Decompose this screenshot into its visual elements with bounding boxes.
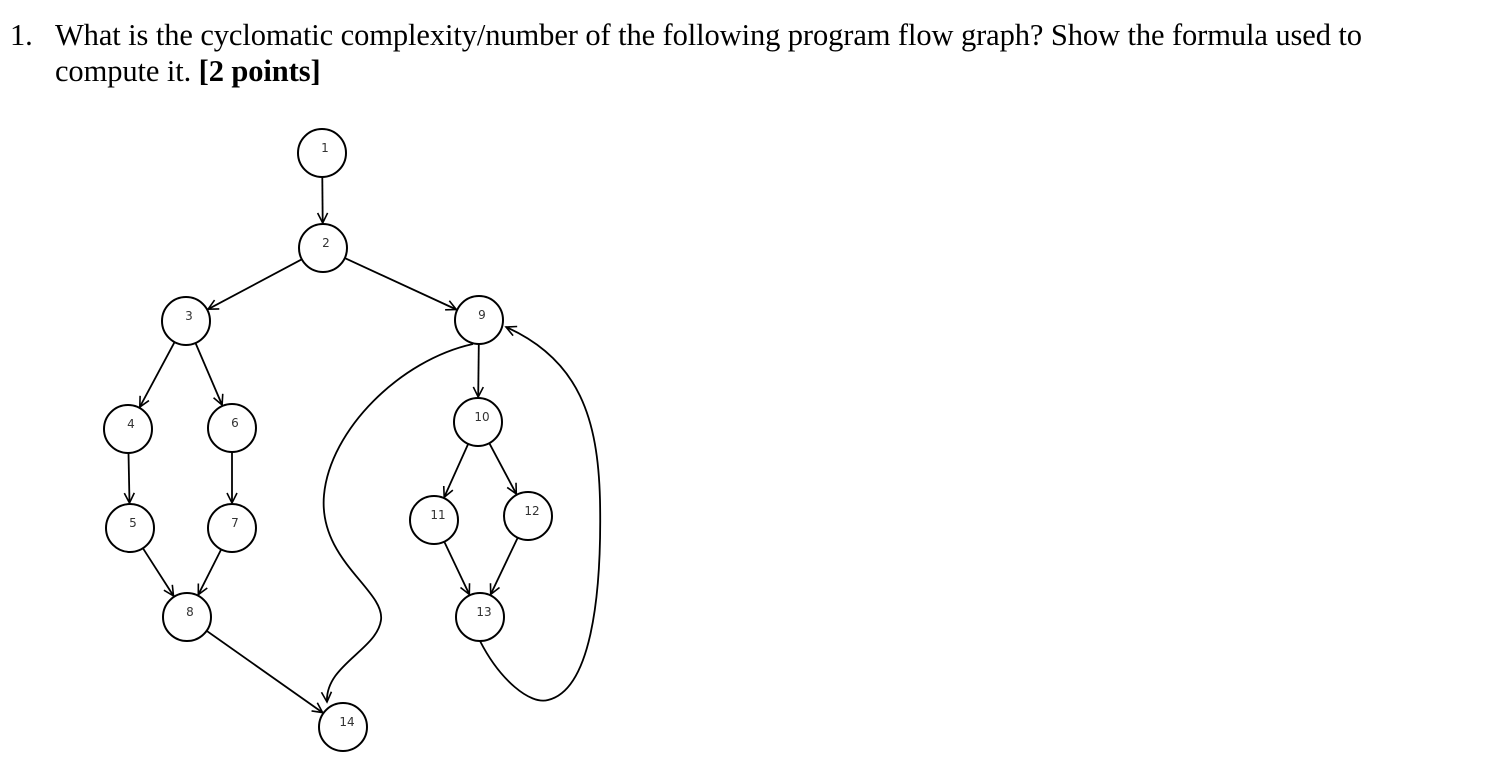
node-circle: [503, 491, 553, 541]
edge-10-to-12: [488, 442, 518, 496]
node-3: 3: [161, 296, 211, 346]
question-text: What is the cyclomatic complexity/number…: [55, 17, 1495, 89]
node-1: 1: [297, 128, 347, 178]
edge-3-to-6: [194, 342, 224, 407]
node-label: 14: [339, 715, 354, 729]
edge-2-to-9: [344, 257, 458, 311]
edges: [123, 176, 602, 714]
edge-9-to-10: [472, 343, 485, 399]
node-circle: [105, 503, 155, 553]
node-7: 7: [207, 503, 257, 553]
node-label: 13: [476, 605, 491, 619]
node-label: 3: [185, 309, 193, 323]
node-label: 12: [524, 504, 539, 518]
node-circle: [207, 503, 257, 553]
edge-5-to-8: [142, 547, 175, 598]
node-label: 10: [474, 410, 489, 424]
node-label: 4: [127, 417, 135, 431]
question-line-1: What is the cyclomatic complexity/number…: [55, 18, 1362, 52]
edge-2-to-3: [206, 258, 303, 311]
node-label: 2: [322, 236, 330, 250]
node-circle: [454, 295, 504, 345]
node-circle: [409, 495, 459, 545]
node-11: 11: [409, 495, 459, 545]
node-13: 13: [455, 592, 505, 642]
node-circle: [297, 128, 347, 178]
edge-4-to-5: [123, 452, 136, 505]
question-line-2: compute it. [2 points]: [55, 53, 1495, 89]
edge-11-to-13: [443, 541, 471, 597]
node-circle: [103, 404, 153, 454]
edge-13-to-9: [479, 325, 602, 702]
node-label: 1: [321, 141, 329, 155]
question-line-2-text: compute it.: [55, 54, 199, 88]
node-circle: [455, 592, 505, 642]
node-2: 2: [298, 223, 348, 273]
node-circle: [162, 592, 212, 642]
edge-8-to-14: [206, 630, 325, 714]
node-10: 10: [453, 397, 503, 447]
node-12: 12: [503, 491, 553, 541]
node-14: 14: [318, 702, 368, 752]
node-label: 11: [430, 508, 445, 522]
node-circle: [318, 702, 368, 752]
edge-3-to-4: [138, 341, 176, 409]
node-label: 5: [129, 516, 137, 530]
edge-12-to-13: [489, 537, 519, 597]
points-label: [2 points]: [198, 54, 321, 88]
node-circle: [207, 403, 257, 453]
node-circle: [453, 397, 503, 447]
edge-7-to-8: [197, 548, 223, 597]
node-label: 9: [478, 308, 486, 322]
node-label: 6: [231, 416, 239, 430]
node-circle: [161, 296, 211, 346]
node-8: 8: [162, 592, 212, 642]
node-label: 8: [186, 605, 194, 619]
node-6: 6: [207, 403, 257, 453]
node-circle: [298, 223, 348, 273]
question-number: 1.: [10, 18, 33, 52]
node-4: 4: [103, 404, 153, 454]
edge-10-to-11: [442, 443, 470, 499]
node-5: 5: [105, 503, 155, 553]
edge-9-to-14: [320, 343, 474, 704]
node-label: 7: [231, 516, 239, 530]
node-9: 9: [454, 295, 504, 345]
